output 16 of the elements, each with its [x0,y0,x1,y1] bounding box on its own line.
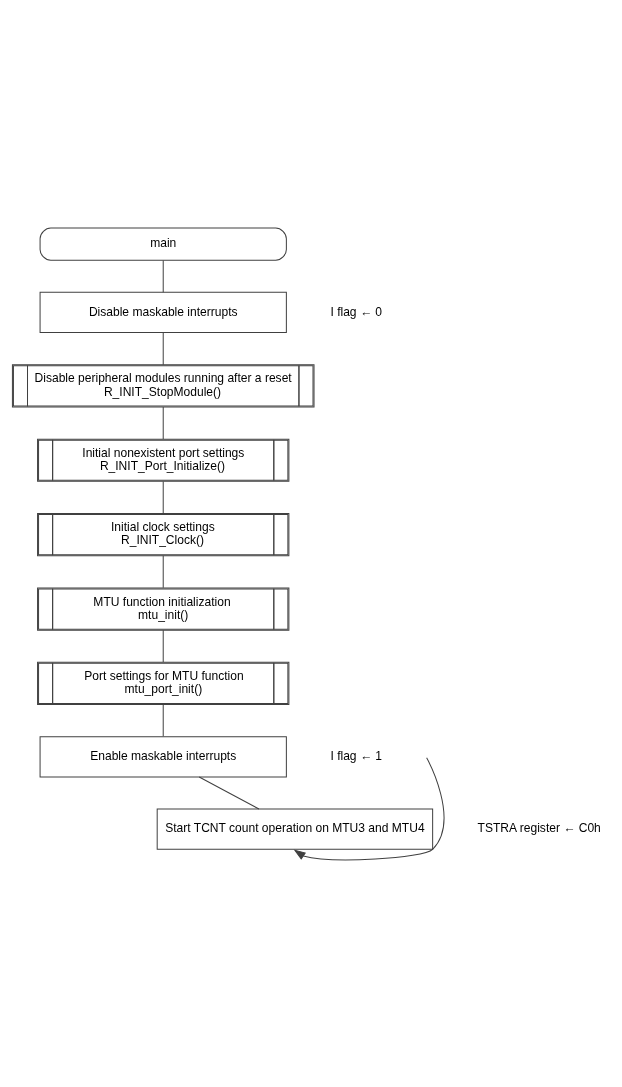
arrow [293,756,445,860]
node-box: Enable maskable interrupts [39,735,287,777]
node-box: main [39,227,287,261]
connector [162,259,164,293]
connector [162,703,164,737]
node-label: TSTRA register ← C0h [477,820,601,835]
connector [162,480,164,514]
connector [162,629,164,663]
node-box: Disable maskable interrupts [39,291,287,333]
connector [162,331,164,365]
connector [198,776,260,809]
connector [162,406,164,439]
node-label: I flag ← 0 [330,304,383,319]
connector [162,554,164,588]
node-label: I flag ← 1 [330,748,383,763]
node-box: Start TCNT count operation on MTU3 and MTU4 [156,808,434,850]
